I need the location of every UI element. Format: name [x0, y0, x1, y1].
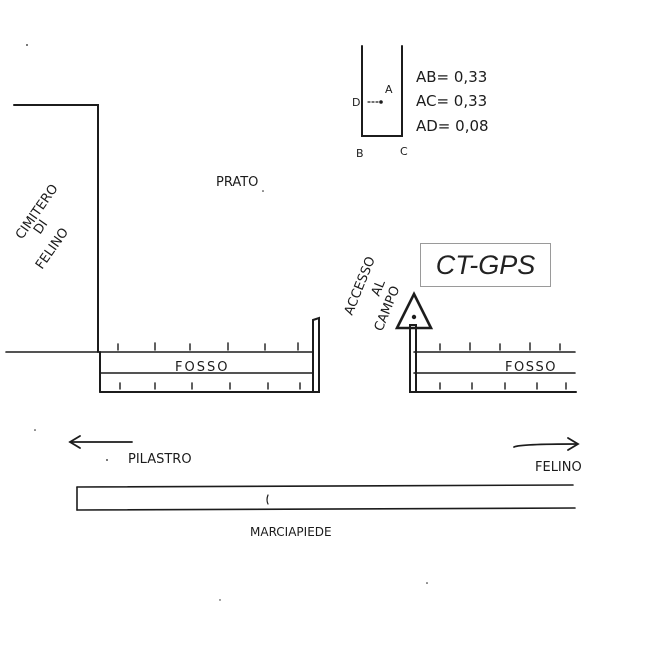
point-a-label: A [385, 83, 393, 96]
direction-right-label: FELINO [535, 460, 582, 475]
ditch-right [409, 324, 577, 393]
direction-left-label: PILASTRO [128, 452, 192, 467]
reference-rectangle [361, 45, 403, 137]
station-triangle-icon [394, 291, 434, 330]
point-b-label: B [356, 147, 364, 160]
cemetery-boundary [13, 104, 99, 353]
paper-specks [26, 44, 428, 601]
sidewalk-label: MARCIAPIEDE [250, 525, 332, 539]
station-label-box: CT-GPS [420, 243, 551, 287]
point-c-label: C [400, 145, 408, 158]
station-label: CT-GPS [435, 249, 536, 280]
arrow-left-icon [68, 435, 133, 449]
ditch-right-label: FOSSO [505, 360, 557, 375]
legend-ad: AD= 0,08 [416, 117, 489, 135]
sidewalk [76, 484, 576, 511]
access-label-line2: AL [369, 277, 389, 298]
arrow-right-icon [513, 437, 580, 451]
legend-ac: AC= 0,33 [416, 92, 487, 110]
point-d-label: D [352, 96, 360, 109]
legend-ab: AB= 0,33 [416, 68, 487, 86]
ditch-left-label: FOSSO [175, 360, 229, 375]
ditch-left [99, 316, 320, 393]
meadow-label: PRATO [216, 175, 258, 190]
